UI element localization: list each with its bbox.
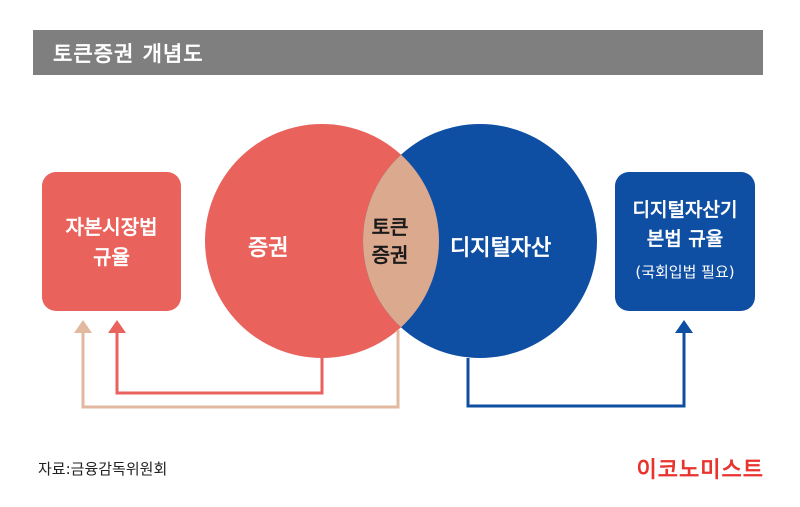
- left-box-line1: 자본시장법: [65, 214, 158, 239]
- left-box-line2: 규율: [93, 244, 130, 269]
- diagram-title: 토큰증권 개념도: [53, 41, 204, 66]
- token-label-line2: 증권: [371, 243, 409, 267]
- securities-connector-line: [115, 330, 324, 395]
- title-bar: 토큰증권 개념도: [33, 30, 763, 75]
- token-label-line1: 토큰: [371, 215, 409, 239]
- digital-connector-line: [466, 330, 686, 408]
- source-credit: 자료:금융감독위원회: [38, 460, 168, 478]
- right-box-note: (국회입법 필요): [635, 263, 735, 281]
- publisher-logo: 이코노미스트: [636, 458, 764, 483]
- capital-markets-act-box: 자본시장법 규율: [42, 172, 181, 311]
- digital-arrowhead: [675, 320, 693, 333]
- securities-label: 증권: [248, 236, 289, 261]
- token-arrowhead: [74, 320, 92, 333]
- digital-assets-act-box: 디지털자산기 본법 규율 (국회입법 필요): [615, 172, 755, 311]
- token-securities-label: 토큰 증권: [355, 213, 425, 269]
- right-box-line1: 디지털자산기: [632, 199, 738, 221]
- token-connector-line: [81, 330, 400, 409]
- token-securities-intersection: [363, 124, 439, 358]
- right-box-line2: 본법 규율: [646, 228, 724, 250]
- securities-arrowhead: [108, 320, 126, 333]
- digital-assets-label: 디지털자산: [450, 236, 552, 261]
